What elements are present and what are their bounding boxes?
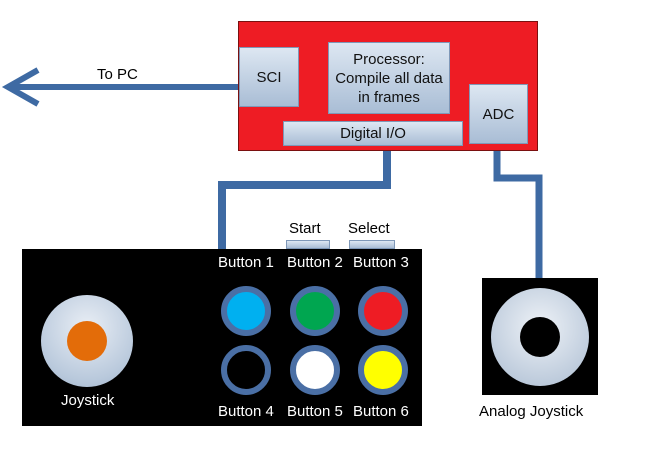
sci-label: SCI [256,68,282,86]
button-2 [290,286,340,336]
arrow-left-icon [1,67,40,107]
button-1-label: Button 1 [218,254,274,271]
joystick-icon [41,295,133,387]
select-button [349,240,395,249]
button-2-label: Button 2 [287,254,343,271]
adc-wire [493,146,543,278]
button-3-label: Button 3 [353,254,409,271]
button-1 [221,286,271,336]
button-4 [221,345,271,395]
analog-joystick-icon [491,288,589,386]
analog-joystick [482,278,598,395]
digital-io-wire [218,146,391,249]
select-label: Select [348,220,390,237]
processor-block: Processor: Compile all data in frames [328,42,450,114]
analog-joystick-label: Analog Joystick [479,403,584,420]
button-4-label: Button 4 [218,403,274,420]
button-6-label: Button 6 [353,403,409,420]
joystick-knob [67,321,107,361]
game-pad: Joystick Button 1 Button 2 Button 3 Butt… [22,249,422,426]
microcontroller-board: SCI Processor: Compile all data in frame… [238,21,538,151]
to-pc-label: To PC [97,66,138,83]
start-button [286,240,330,249]
start-label: Start [289,220,321,237]
digital-io-label: Digital I/O [340,125,406,142]
processor-label: Processor: Compile all data in frames [335,50,443,106]
analog-joystick-center [520,317,560,357]
sci-block: SCI [239,47,299,107]
button-6 [358,345,408,395]
button-3 [358,286,408,336]
button-5-label: Button 5 [287,403,343,420]
adc-block: ADC [469,84,528,144]
digital-io-block: Digital I/O [283,121,463,146]
button-5 [290,345,340,395]
adc-label: ADC [482,105,515,123]
joystick-label: Joystick [61,392,115,409]
